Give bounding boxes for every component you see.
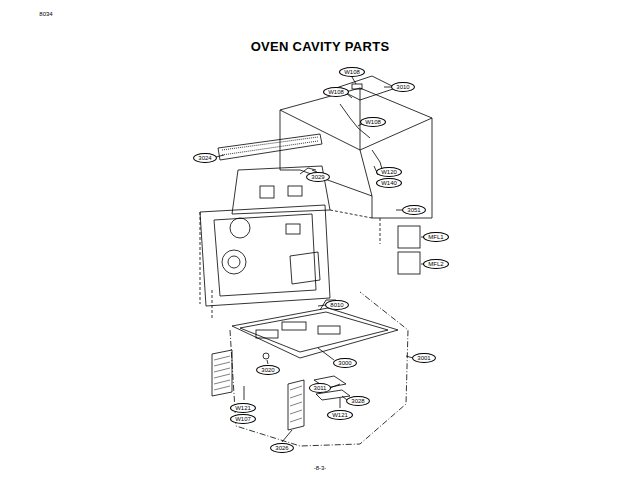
- callout-number: 8010: [325, 300, 348, 310]
- callout-number: 3000: [333, 358, 356, 368]
- page-note: -8-3-: [314, 465, 327, 471]
- callout-number: 3028: [346, 396, 369, 406]
- callout-number: 3001: [412, 353, 435, 363]
- callout-number: MFL1: [423, 232, 448, 242]
- callout-number: W120: [376, 167, 402, 177]
- callout-number: W108: [339, 67, 365, 77]
- page-note: 8034: [39, 11, 52, 17]
- callout-number: W121: [230, 403, 256, 413]
- callout-number: W108: [323, 87, 349, 97]
- callout-number: W107: [230, 414, 256, 424]
- callout-number: W140: [376, 178, 402, 188]
- callout-number: 3011: [309, 383, 332, 393]
- callout-number: 3010: [391, 82, 414, 92]
- page-title: OVEN CAVITY PARTS: [251, 39, 390, 54]
- callout-number: W121: [327, 410, 353, 420]
- callout-number: 3020: [256, 365, 279, 375]
- callout-number: 3024: [193, 153, 216, 163]
- callout-number: W108: [360, 117, 386, 127]
- callout-number: MFL2: [423, 259, 448, 269]
- callout-number: 3051: [402, 205, 425, 215]
- callout-number: 3026: [270, 443, 293, 453]
- callout-number: 3029: [306, 172, 329, 182]
